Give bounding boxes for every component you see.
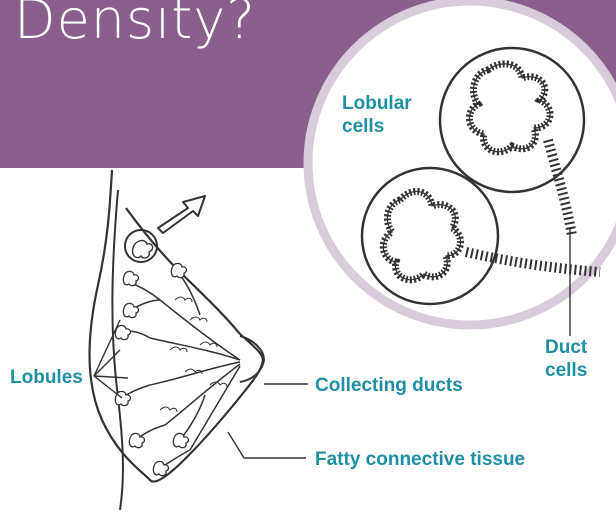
lobules-label: Lobules: [10, 366, 83, 389]
duct-cells-line1: Duct: [545, 336, 587, 359]
chest-line: [112, 190, 123, 510]
page-title: Density?: [14, 0, 256, 51]
duct-cells-line2: cells: [545, 359, 587, 382]
collecting-ducts-label: Collecting ducts: [315, 374, 463, 397]
lobular-cells-label: Lobular cells: [342, 92, 412, 138]
fatty-tissue-texture: [160, 297, 227, 412]
magnified-lobule-upper: [440, 48, 584, 192]
nipple: [240, 336, 264, 382]
magnified-lobule-lower: [362, 168, 498, 304]
arrow-icon: [158, 196, 205, 233]
fatty-tissue-label: Fatty connective tissue: [315, 448, 525, 471]
lobular-cells-line1: Lobular: [342, 92, 412, 115]
lobular-cells-line2: cells: [342, 115, 412, 138]
duct-cells-label: Duct cells: [545, 336, 587, 382]
lobule-clusters: [115, 263, 188, 475]
highlight-lobule: [133, 241, 153, 259]
